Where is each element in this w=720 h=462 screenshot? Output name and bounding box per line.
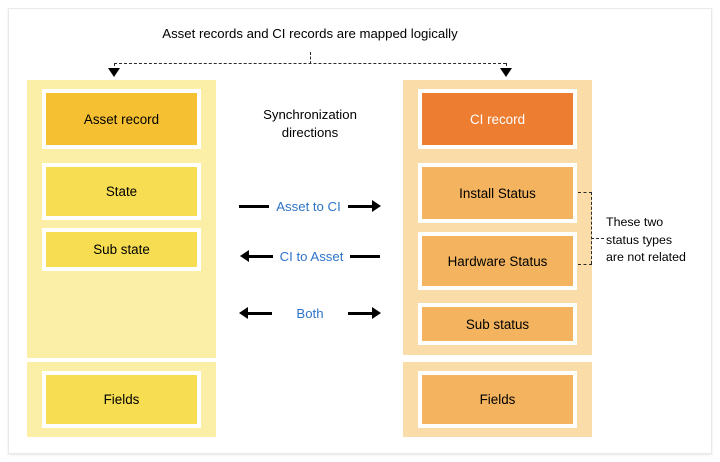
bracket-stub-middle [591, 238, 604, 239]
legend-row-asset-to-ci: Asset to CI [228, 196, 392, 216]
legend-both-arrow-right-icon [347, 307, 381, 319]
legend-row-both: Both [228, 303, 392, 323]
legend-arrow-left-icon [239, 250, 273, 262]
ci-fields-label: Fields [479, 392, 516, 407]
annotation-line3: are not related [606, 250, 686, 265]
asset-sub-state-label: Sub state [93, 242, 150, 257]
legend-label-ci-to-asset: CI to Asset [279, 248, 344, 264]
status-types-annotation: These two status types are not related [606, 214, 706, 267]
legend-heading: Synchronization directions [232, 106, 388, 142]
hardware-status-node[interactable]: Hardware Status [418, 232, 577, 290]
asset-state-node[interactable]: State [42, 163, 201, 220]
ci-record-label: CI record [469, 111, 526, 127]
legend-line-left-icon [239, 201, 270, 211]
asset-sub-state-node[interactable]: Sub state [42, 228, 201, 271]
mapping-connector-drop-right [506, 63, 507, 71]
bracket-stub-top [578, 192, 592, 193]
asset-state-label: State [105, 184, 138, 199]
asset-fields-node[interactable]: Fields [42, 371, 201, 428]
mapping-arrow-right-icon [500, 68, 512, 77]
asset-record-node[interactable]: Asset record [42, 89, 201, 149]
annotation-line1: These two [606, 215, 664, 229]
bracket-stub-bottom [578, 264, 592, 265]
ci-fields-node[interactable]: Fields [418, 371, 577, 428]
install-status-label: Install Status [459, 185, 536, 201]
mapping-connector-line [114, 63, 506, 64]
legend-label-asset-to-ci: Asset to CI [276, 198, 341, 214]
legend-arrow-right-icon [347, 200, 381, 212]
legend-row-ci-to-asset: CI to Asset [228, 246, 392, 266]
asset-record-label: Asset record [83, 111, 160, 127]
diagram-title: Asset records and CI records are mapped … [162, 26, 458, 41]
annotation-line2: status types [606, 232, 673, 247]
mapping-connector-drop-left [114, 63, 115, 71]
sub-status-node[interactable]: Sub status [418, 303, 577, 345]
legend-line-right-icon [350, 251, 381, 261]
bracket-vertical [591, 192, 592, 264]
mapping-arrow-left-icon [108, 68, 120, 77]
mapping-connector-tick [310, 52, 311, 64]
legend-heading-line2: directions [281, 124, 339, 140]
legend-label-both: Both [296, 305, 324, 321]
ci-record-node[interactable]: CI record [418, 89, 577, 149]
sub-status-label: Sub status [465, 316, 530, 332]
install-status-node[interactable]: Install Status [418, 163, 577, 223]
legend-both-arrow-left-icon [239, 307, 273, 319]
asset-fields-label: Fields [103, 392, 140, 407]
hardware-status-label: Hardware Status [447, 253, 548, 269]
legend-heading-line1: Synchronization [263, 107, 357, 122]
